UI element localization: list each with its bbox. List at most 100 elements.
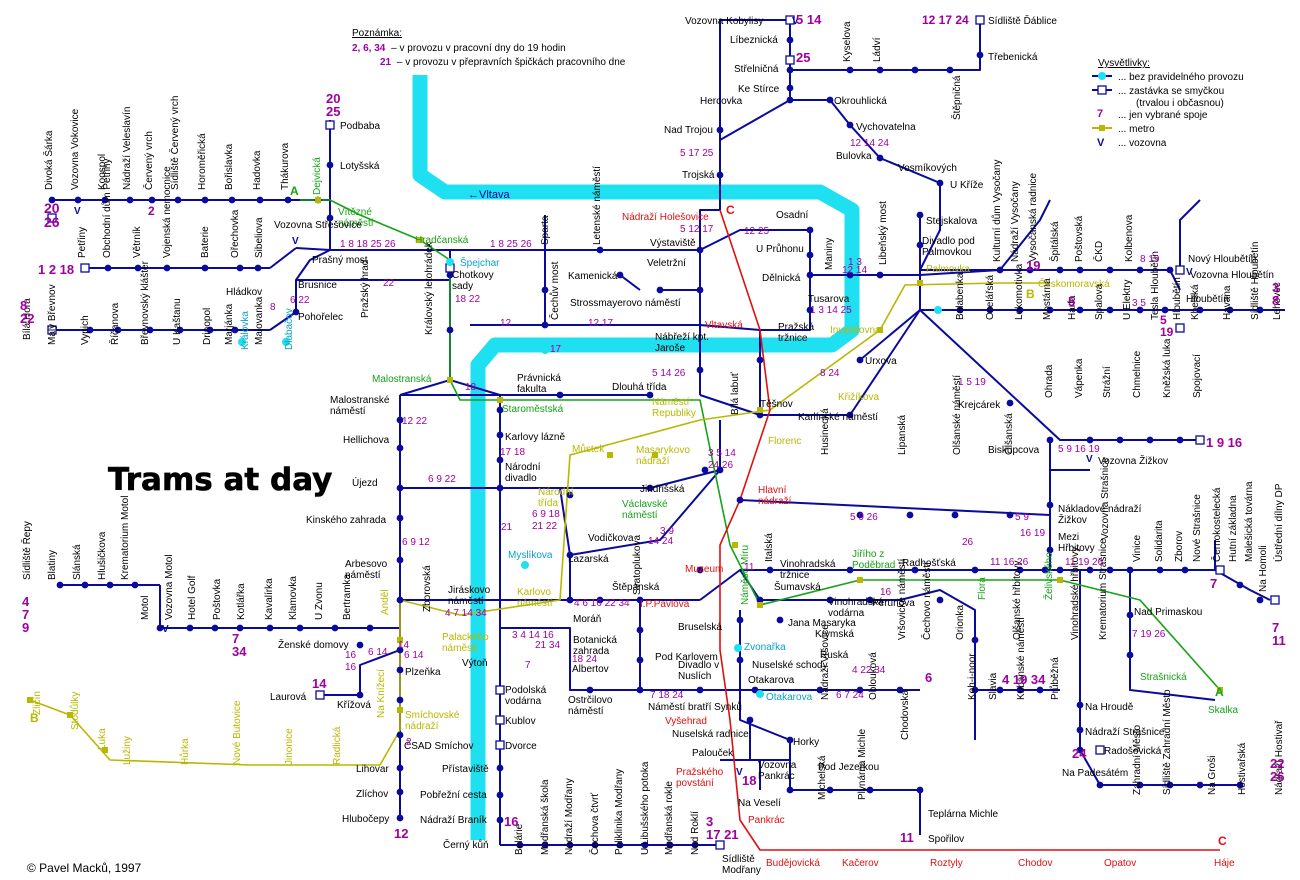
cyan-dot-icon xyxy=(521,561,529,569)
stop-marker xyxy=(496,431,504,439)
stop-label: Vozovna Motol xyxy=(164,554,175,620)
stop-label: Vltavská xyxy=(705,320,743,331)
stop-label: Hutní základna xyxy=(1228,495,1239,562)
metro-line-letter: A xyxy=(1215,685,1224,699)
stop-marker xyxy=(256,196,264,204)
stop-label: Královka xyxy=(240,311,251,350)
stop-label: Strážní xyxy=(1102,366,1113,398)
stop-label: Divoká Šárka xyxy=(42,130,55,190)
stop-label: Na Veselí xyxy=(738,798,781,809)
route-number: 17 21 xyxy=(706,827,739,842)
route-number: 3 xyxy=(1272,280,1279,295)
stop-label: Větrník xyxy=(132,225,143,258)
stop-marker xyxy=(206,326,214,334)
route-number: 1 9 16 xyxy=(1206,435,1242,450)
stop-marker xyxy=(956,306,964,314)
loop-stop-icon xyxy=(1095,745,1105,755)
route-number: 5 xyxy=(1160,313,1167,327)
stop-marker xyxy=(971,636,979,644)
stop-label: Muzeum xyxy=(685,564,723,575)
metro-line-b xyxy=(29,282,1050,766)
route-number: 8 xyxy=(20,298,27,313)
route-number: 22 xyxy=(1270,756,1284,771)
stop-marker xyxy=(856,356,864,364)
segment-route-list: 6 9 18 xyxy=(532,509,560,520)
segment-route-list: 14 xyxy=(398,640,410,651)
segment-route-list: 16 xyxy=(345,650,357,661)
stop-marker xyxy=(114,326,122,334)
note-heading: Poznámka: xyxy=(352,28,402,39)
stop-label: Vychovatelna xyxy=(856,122,916,133)
stop-label: Chodovská xyxy=(900,690,911,740)
stop-marker xyxy=(1136,781,1144,789)
loop-stop-icon xyxy=(495,740,505,750)
metro-station-icon xyxy=(102,747,108,753)
stop-label: Těšnov xyxy=(760,399,793,410)
stop-marker xyxy=(976,51,984,59)
stop-marker xyxy=(1176,436,1184,444)
stop-label: Tesla Hloubětín xyxy=(1150,251,1161,320)
stop-marker xyxy=(56,581,64,589)
stop-marker xyxy=(131,581,139,589)
stop-marker xyxy=(716,171,724,179)
stop-marker xyxy=(806,306,814,314)
stop-marker xyxy=(1166,266,1174,274)
metro-station-icon xyxy=(857,577,863,583)
loop-stop-icon xyxy=(785,55,795,65)
stop-label: ČSAD Smíchov xyxy=(404,739,473,752)
cyan-dot-icon xyxy=(282,338,290,346)
stop-label: Ocelářská xyxy=(985,275,996,320)
stop-label: Modřanská rokle xyxy=(664,781,675,855)
stop-marker xyxy=(284,196,292,204)
metro-station-icon xyxy=(67,712,73,718)
stop-marker xyxy=(1046,501,1054,509)
segment-route-list: 5 9 xyxy=(1015,512,1029,523)
stop-marker xyxy=(1226,306,1234,314)
stop-label: Palouček xyxy=(692,748,734,759)
stop-marker xyxy=(736,656,744,664)
stop-label: Zličín xyxy=(32,691,43,715)
stop-marker xyxy=(876,66,884,74)
stop-label: Anděl xyxy=(380,589,391,615)
metro-station-icon xyxy=(497,397,503,403)
stop-label: Karlovy lázně xyxy=(505,432,565,443)
metro-line-letter: C xyxy=(726,203,735,217)
depot-icon: V xyxy=(162,624,169,635)
tram-line xyxy=(449,379,501,396)
stop-label: Kublov xyxy=(505,716,536,727)
stop-marker xyxy=(186,624,194,632)
stop-marker xyxy=(1256,306,1264,314)
stop-label: Kyselova xyxy=(842,21,853,62)
stop-label: Lotyšská xyxy=(340,161,380,172)
stop-label: Vypich xyxy=(80,315,91,345)
segment-route-list: 3 9 xyxy=(660,526,674,537)
stop-marker xyxy=(866,786,874,794)
metro-icon xyxy=(1099,125,1105,131)
stop-label: Kulturní dům Vysočany xyxy=(991,160,1003,262)
stop-marker xyxy=(101,196,109,204)
cyan-dot-icon xyxy=(734,644,742,652)
metro-station-icon xyxy=(757,407,763,413)
stop-label: Nádraží Veleslavín xyxy=(122,107,133,190)
stop-marker xyxy=(396,814,404,822)
stop-marker xyxy=(591,841,599,849)
river-vltava xyxy=(412,75,860,840)
route-number: 7 xyxy=(22,607,29,622)
metro-station-icon xyxy=(397,707,403,713)
stop-label: Teplárna Michle xyxy=(928,809,998,820)
stop-label: Štěpánská xyxy=(612,580,660,593)
cyan-dot-icon xyxy=(541,346,549,354)
stop-marker xyxy=(746,716,754,724)
stop-label: Husinecká xyxy=(820,408,831,455)
loop-stop-icon xyxy=(495,685,505,695)
stop-marker xyxy=(146,326,154,334)
segment-route-list: 6 22 xyxy=(290,295,310,306)
stop-marker xyxy=(846,566,854,574)
stop-marker xyxy=(174,196,182,204)
loop-stop-icon xyxy=(1195,435,1205,445)
route-number: 4 xyxy=(22,594,30,609)
note-box: Poznámka: 2, 6, 34 – v provozu v pracovn… xyxy=(352,28,626,68)
